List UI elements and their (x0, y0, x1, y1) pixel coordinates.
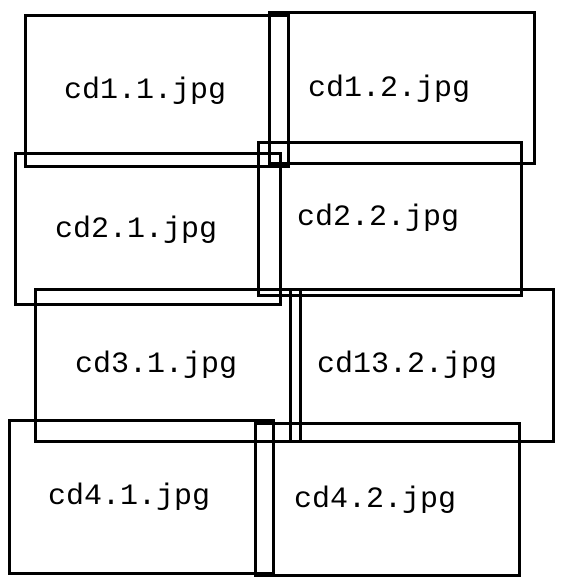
tile-label-cd2-1: cd2.1.jpg (55, 213, 218, 247)
tile-cd1-1 (24, 14, 290, 168)
tile-cd13-2 (289, 288, 555, 443)
tile-label-cd2-2: cd2.2.jpg (297, 201, 460, 235)
tile-cd4-1 (8, 419, 275, 575)
tile-label-cd4-1: cd4.1.jpg (48, 480, 211, 514)
tile-label-cd1-1: cd1.1.jpg (64, 74, 227, 108)
tile-label-cd13-2: cd13.2.jpg (317, 348, 498, 382)
tile-cd1-2 (268, 11, 536, 165)
tile-label-cd1-2: cd1.2.jpg (308, 72, 471, 106)
tile-cd2-1 (14, 152, 282, 306)
tile-cd2-2 (257, 141, 523, 297)
tile-label-cd4-2: cd4.2.jpg (294, 483, 457, 517)
tile-cd4-2 (254, 422, 521, 577)
tile-cd3-1 (34, 288, 302, 443)
tile-label-cd3-1: cd3.1.jpg (75, 348, 238, 382)
